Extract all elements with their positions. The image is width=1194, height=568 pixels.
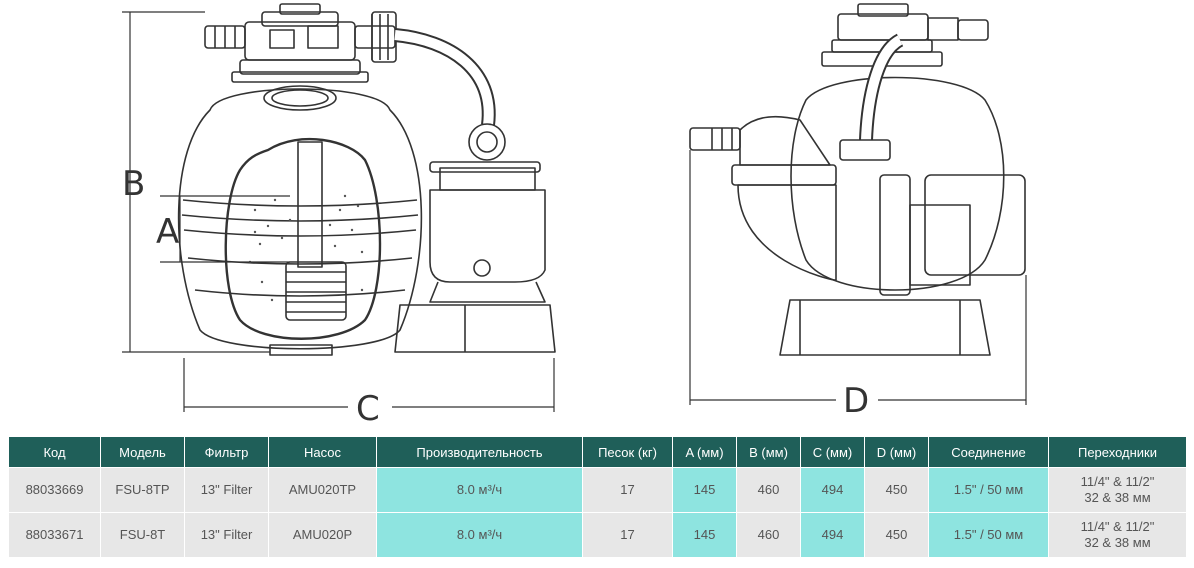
header-code: Код: [8, 436, 101, 468]
front-view-filter: [177, 3, 556, 356]
cell-model: FSU-8TP: [100, 467, 185, 513]
cell-c: 494: [800, 512, 865, 558]
specifications-table: Код Модель Фильтр Насос Производительнос…: [8, 436, 1187, 558]
cell-adapters: 11/4" & 11/2" 32 & 38 мм: [1048, 512, 1187, 558]
cell-adapters: 11/4" & 11/2" 32 & 38 мм: [1048, 467, 1187, 513]
header-b: B (мм): [736, 436, 801, 468]
cell-pump: AMU020TP: [268, 467, 377, 513]
dimension-label-d: D: [843, 381, 869, 421]
cell-filter: 13" Filter: [184, 512, 269, 558]
cell-code: 88033669: [8, 467, 101, 513]
cell-model: FSU-8T: [100, 512, 185, 558]
table-row: 88033669 FSU-8TP 13" Filter AMU020TP 8.0…: [8, 467, 1187, 513]
cell-a: 145: [672, 512, 737, 558]
table-header-row: Код Модель Фильтр Насос Производительнос…: [8, 436, 1187, 468]
header-filter: Фильтр: [184, 436, 269, 468]
cell-pump: AMU020P: [268, 512, 377, 558]
product-diagram: B A C D: [122, 3, 1027, 429]
dimension-label-c: C: [356, 389, 380, 429]
header-capacity: Производительность: [376, 436, 583, 468]
dimension-lines: [122, 11, 1027, 412]
cell-c: 494: [800, 467, 865, 513]
cell-connection: 1.5" / 50 мм: [928, 467, 1049, 513]
header-model: Модель: [100, 436, 185, 468]
cell-code: 88033671: [8, 512, 101, 558]
cell-connection: 1.5" / 50 мм: [928, 512, 1049, 558]
cell-capacity: 8.0 м³/ч: [376, 512, 583, 558]
table-row: 88033671 FSU-8T 13" Filter AMU020P 8.0 м…: [8, 512, 1187, 558]
side-view-filter: [689, 3, 1026, 356]
header-adapters: Переходники: [1048, 436, 1187, 468]
header-a: A (мм): [672, 436, 737, 468]
cell-d: 450: [864, 467, 929, 513]
cell-b: 460: [736, 512, 801, 558]
cell-d: 450: [864, 512, 929, 558]
cell-b: 460: [736, 467, 801, 513]
dimension-label-a: A: [156, 212, 179, 252]
header-d: D (мм): [864, 436, 929, 468]
dimension-label-b: B: [122, 164, 145, 204]
cell-a: 145: [672, 467, 737, 513]
cell-sand: 17: [582, 467, 673, 513]
header-connection: Соединение: [928, 436, 1049, 468]
cell-sand: 17: [582, 512, 673, 558]
header-pump: Насос: [268, 436, 377, 468]
header-c: C (мм): [800, 436, 865, 468]
cell-capacity: 8.0 м³/ч: [376, 467, 583, 513]
cell-filter: 13" Filter: [184, 467, 269, 513]
header-sand: Песок (кг): [582, 436, 673, 468]
